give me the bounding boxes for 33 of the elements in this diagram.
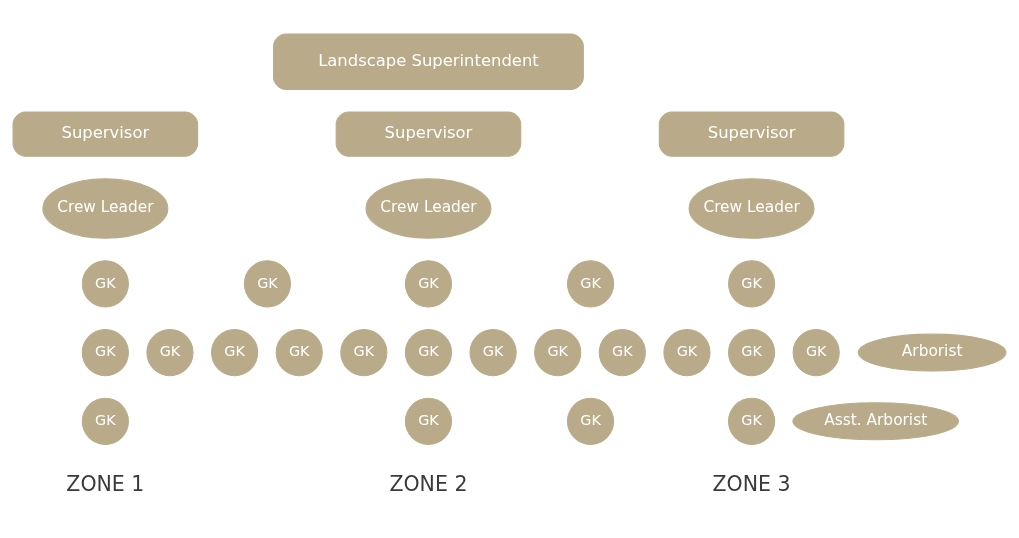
node-circle: GK [275, 329, 323, 377]
node-ellipse: Asst. Arborist [792, 402, 959, 441]
node-circle: GK [728, 397, 776, 445]
label: ZONE 1 [66, 471, 145, 496]
node-box: Supervisor [12, 111, 199, 157]
node-circle: GK [340, 329, 388, 377]
node-box: Supervisor [335, 111, 522, 157]
node-circle: GK [566, 260, 615, 308]
node-circle: GK [534, 329, 582, 377]
node-circle: GK [146, 329, 194, 377]
node-ellipse: Crew Leader [365, 178, 492, 239]
node-box: Landscape Superintendent [273, 33, 584, 90]
label: ZONE 3 [712, 471, 791, 496]
node-circle: GK [404, 329, 453, 377]
node-circle: GK [469, 329, 517, 377]
node-ellipse: Crew Leader [688, 178, 815, 239]
node-circle: GK [81, 397, 129, 445]
node-circle: GK [404, 397, 453, 445]
node-circle: GK [792, 329, 840, 377]
label: ZONE 2 [389, 471, 468, 496]
node-circle: GK [566, 397, 615, 445]
node-circle: GK [598, 329, 646, 377]
node-circle: GK [404, 260, 453, 308]
node-circle: GK [728, 260, 776, 308]
node-box: Supervisor [658, 111, 845, 157]
node-ellipse: Crew Leader [42, 178, 169, 239]
node-circle: GK [243, 260, 291, 308]
node-ellipse: Arborist [857, 333, 1007, 372]
node-circle: GK [81, 260, 129, 308]
node-circle: GK [81, 329, 129, 377]
node-circle: GK [728, 329, 776, 377]
node-circle: GK [211, 329, 259, 377]
node-circle: GK [663, 329, 711, 377]
